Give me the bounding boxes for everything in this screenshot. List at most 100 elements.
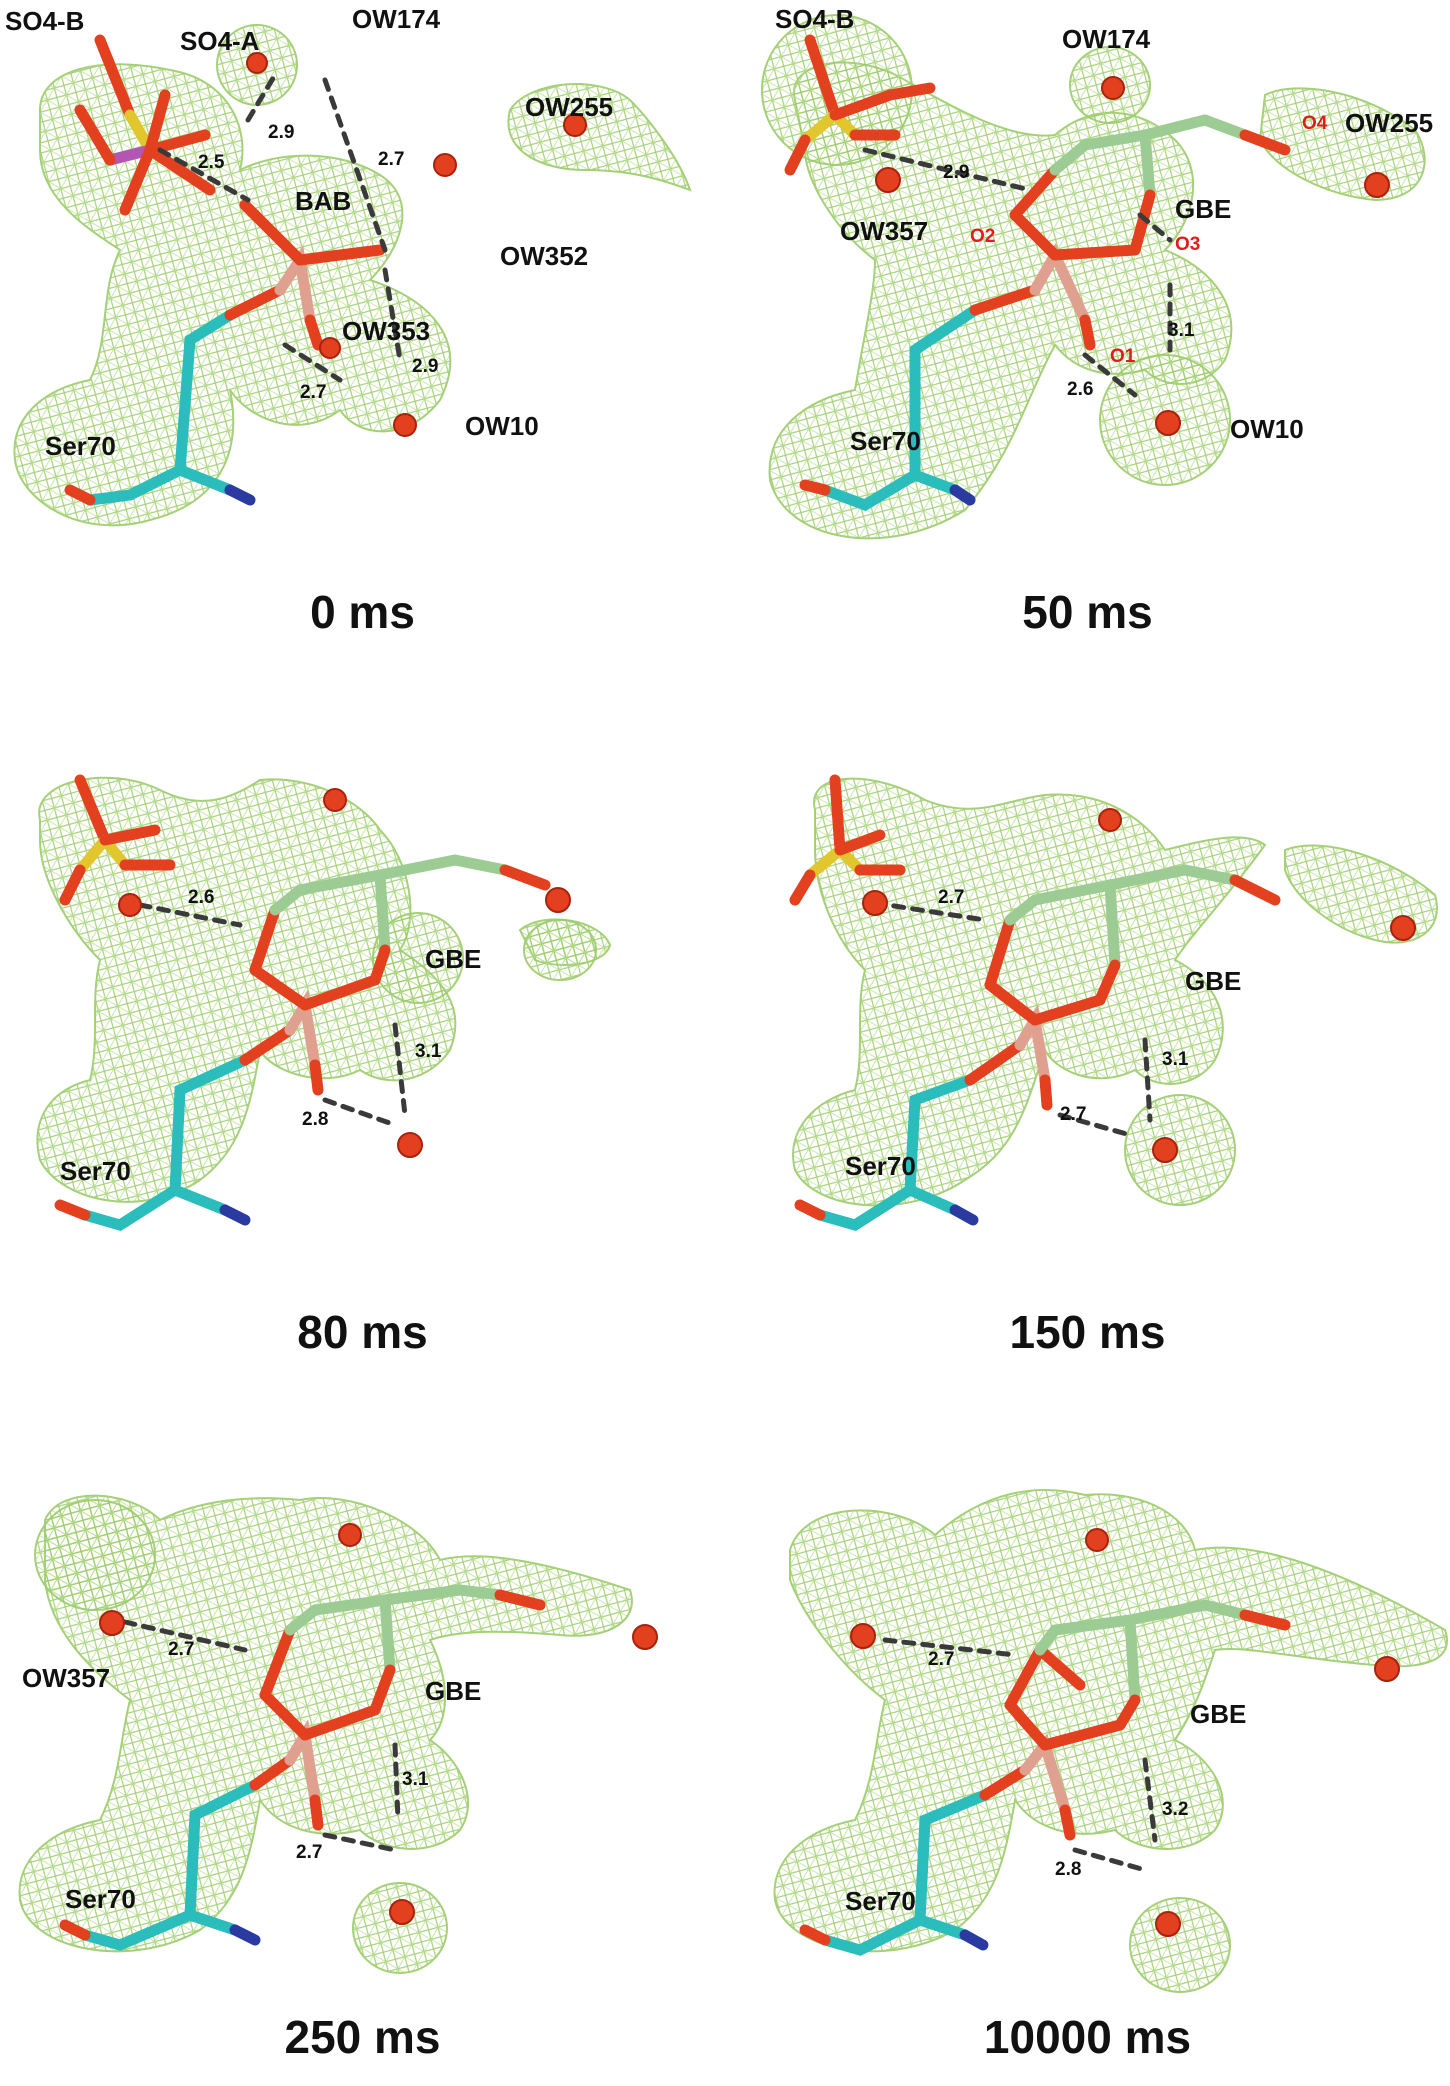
water	[118, 893, 142, 917]
time-caption: 50 ms	[1022, 586, 1153, 638]
hbonds	[882, 1637, 1158, 1873]
serine70-sticks	[64, 309, 256, 506]
dist-label: 2.5	[198, 152, 225, 173]
water	[1390, 915, 1416, 941]
waters	[862, 808, 1416, 1163]
label-ow10: OW10	[465, 411, 539, 441]
dist-label: 3.2	[1162, 1799, 1188, 1820]
water	[323, 788, 347, 812]
hbonds	[122, 1619, 401, 1853]
structure-250ms: OW357 GBE Ser70 2.7 3.1 2.7	[18, 1494, 658, 1974]
density-mesh	[761, 14, 1426, 540]
dist-label: 2.7	[296, 1842, 322, 1863]
labels: OW357 GBE Ser70 2.7 3.1 2.7	[22, 1639, 481, 1914]
water	[1098, 808, 1122, 832]
dist-label: 2.7	[300, 382, 326, 403]
water-ow10	[393, 413, 417, 437]
time-caption: 10000 ms	[983, 2011, 1192, 2063]
structure-10000ms: GBE Ser70 2.7 3.2 2.8	[773, 1488, 1448, 1993]
water	[1085, 1528, 1109, 1552]
label-gbe: GBE	[1175, 194, 1231, 224]
time-caption: 0 ms	[310, 586, 415, 638]
dist-label: 3.1	[1162, 1049, 1189, 1070]
label-ow353: OW353	[342, 316, 430, 346]
structure-150ms: GBE Ser70 2.7 3.1 2.7	[789, 774, 1438, 1231]
density-mesh	[13, 24, 692, 527]
label-ow174: OW174	[352, 4, 441, 34]
label-ser70: Ser70	[65, 1884, 136, 1914]
label-gbe: GBE	[1190, 1699, 1246, 1729]
serine70-sticks	[794, 1074, 979, 1231]
panel-0ms: SO4-B SO4-A OW174 OW255 BAB OW352 OW353 …	[0, 0, 725, 695]
water	[1374, 1656, 1400, 1682]
label-so4-b: SO4-B	[775, 4, 854, 34]
atom-label-o3: O3	[1175, 234, 1200, 255]
label-ow255: OW255	[525, 92, 613, 122]
label-gbe: GBE	[1185, 966, 1241, 996]
dist-label: 2.9	[412, 356, 438, 377]
labels: GBE Ser70 2.6 3.1 2.8	[60, 887, 481, 1186]
water-ow352	[433, 153, 457, 177]
dist-label: 2.8	[1055, 1859, 1081, 1880]
serine70-sticks	[59, 1779, 261, 1951]
dist-label: 2.6	[1067, 379, 1093, 400]
gbe-sticks	[239, 854, 551, 1096]
sulfate-sticks	[59, 774, 176, 906]
labels: GBE Ser70 2.7 3.2 2.8	[845, 1649, 1246, 1916]
density-mesh	[773, 1488, 1448, 1993]
water	[389, 1899, 415, 1925]
atom-label-o4: O4	[1302, 113, 1328, 134]
water	[850, 1623, 876, 1649]
structure-50ms: SO4-B OW174 OW255 OW357 GBE Ser70 OW10 O…	[761, 4, 1433, 540]
water	[632, 1624, 658, 1650]
panel-80ms: GBE Ser70 2.6 3.1 2.8 80 ms	[0, 720, 725, 1415]
labels: SO4-B SO4-A OW174 OW255 BAB OW352 OW353 …	[5, 4, 613, 461]
label-ow174: OW174	[1062, 24, 1151, 54]
dist-label: 3.1	[402, 1769, 429, 1790]
label-gbe: GBE	[425, 944, 481, 974]
dist-label: 2.7	[1060, 1104, 1086, 1125]
water-ow174	[246, 52, 268, 74]
dist-label: 2.7	[168, 1639, 194, 1660]
label-ser70: Ser70	[60, 1156, 131, 1186]
label-ow255: OW255	[1345, 108, 1433, 138]
hbonds	[872, 900, 1153, 1138]
water-ow255	[1364, 172, 1390, 198]
waters	[850, 1528, 1400, 1937]
sulfate-sticks	[784, 34, 936, 176]
water-ow357	[875, 167, 901, 193]
labels: GBE Ser70 2.7 3.1 2.7	[845, 887, 1241, 1181]
dist-label: 2.9	[268, 122, 294, 143]
waters	[875, 76, 1390, 436]
serine70-sticks	[799, 304, 981, 512]
label-so4-a: SO4-A	[180, 26, 260, 56]
serine70-sticks	[799, 1789, 991, 1956]
waters	[99, 1523, 658, 1925]
water	[1155, 1911, 1181, 1937]
atom-label-o2: O2	[970, 226, 995, 247]
water-ow357	[99, 1610, 125, 1636]
label-ser70: Ser70	[850, 426, 921, 456]
water	[338, 1523, 362, 1547]
structure-80ms: GBE Ser70 2.6 3.1 2.8	[36, 774, 612, 1231]
water-ow255	[563, 113, 587, 137]
label-ow357: OW357	[840, 216, 928, 246]
hbonds	[157, 72, 403, 383]
dist-label: 3.1	[415, 1041, 442, 1062]
label-gbe: GBE	[425, 1676, 481, 1706]
water	[397, 1132, 423, 1158]
label-bab: BAB	[295, 186, 351, 216]
gbe-sticks	[979, 1599, 1291, 1841]
waters	[118, 788, 571, 1158]
gbe-sticks	[969, 114, 1291, 351]
hbonds	[862, 147, 1173, 398]
water-ow353	[319, 337, 341, 359]
time-caption: 80 ms	[297, 1306, 428, 1358]
structure-0ms: SO4-B SO4-A OW174 OW255 BAB OW352 OW353 …	[5, 4, 692, 527]
gbe-sticks	[964, 864, 1281, 1111]
water-ow10	[1155, 410, 1181, 436]
water	[545, 887, 571, 913]
water	[1152, 1137, 1178, 1163]
labels: SO4-B OW174 OW255 OW357 GBE Ser70 OW10 O…	[775, 4, 1433, 456]
label-ow352: OW352	[500, 241, 588, 271]
